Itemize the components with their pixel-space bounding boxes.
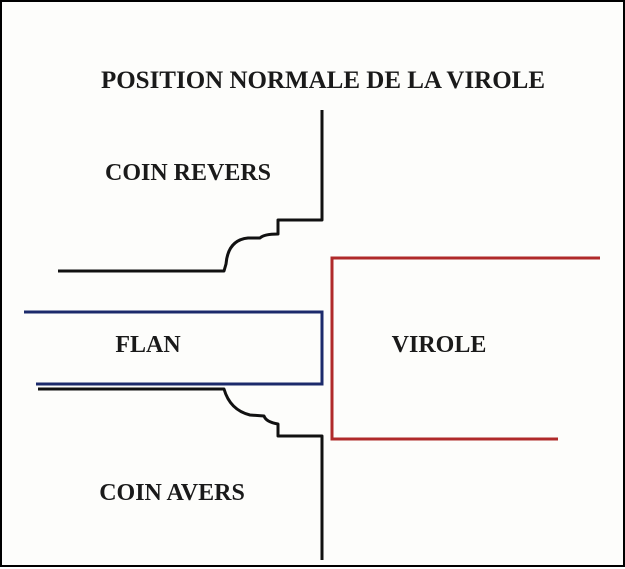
virole-outline: [330, 256, 600, 441]
diagram-title: POSITION NORMALE DE LA VIROLE: [101, 67, 545, 94]
label-virole: VIROLE: [392, 332, 487, 358]
coin-revers-outline: [58, 110, 324, 273]
flan-outline: [24, 310, 324, 386]
label-coin-avers: COIN AVERS: [99, 480, 245, 506]
coin-avers-outline: [38, 387, 324, 560]
label-flan: FLAN: [115, 332, 181, 358]
label-coin-revers: COIN REVERS: [105, 160, 271, 186]
